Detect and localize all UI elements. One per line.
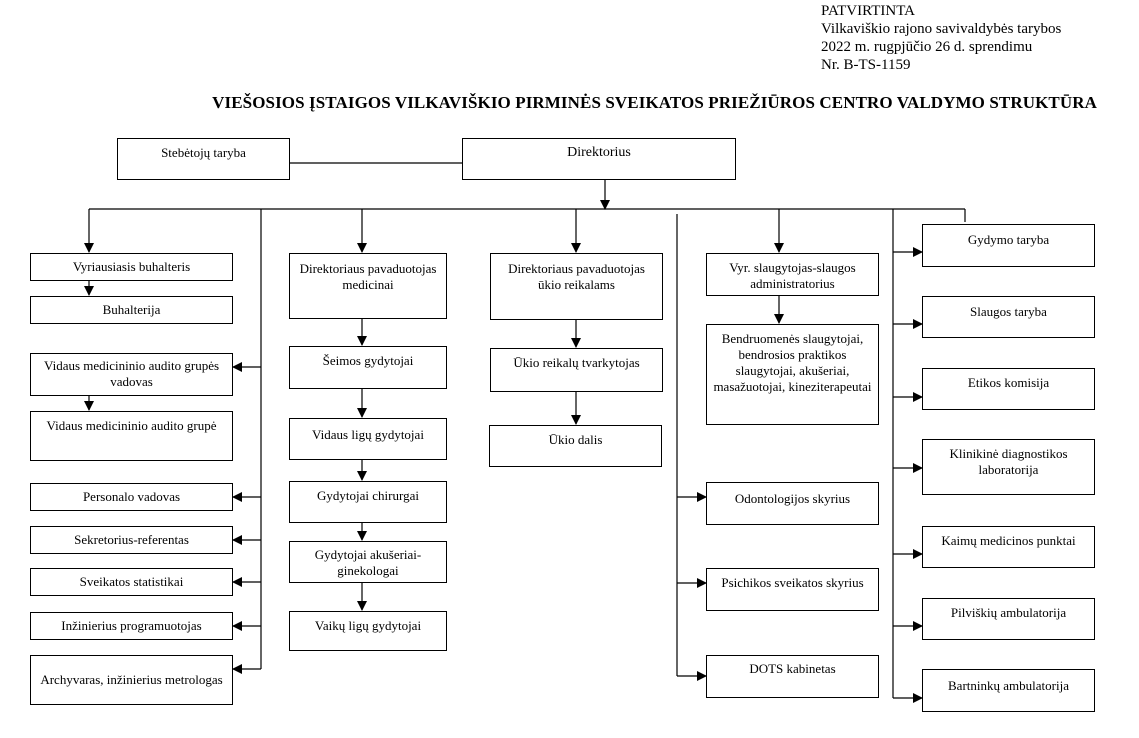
box-label: Gydytojai chirurgai (317, 488, 419, 503)
box-label: Vidaus medicininio audito grupės vadovas (43, 358, 220, 389)
box-label: Direktoriaus pavaduotojas medicinai (299, 261, 437, 292)
laboratory-box: Klinikinė diagnostikos laboratorija (922, 439, 1095, 495)
audit-head-box: Vidaus medicininio audito grupės vadovas (30, 353, 233, 396)
box-label: Buhalterija (102, 302, 161, 317)
approval-line: Nr. B-TS-1159 (821, 57, 911, 73)
accounting-box: Buhalterija (30, 296, 233, 324)
internal-doctors-box: Vidaus ligų gydytojai (289, 418, 447, 460)
dental-department-box: Odontologijos skyrius (706, 482, 879, 525)
approval-line: PATVIRTINTA (821, 3, 916, 19)
box-label: Bendruomenės slaugytojai, bendrosios pra… (713, 331, 872, 394)
supervisory-board-box: Stebėtojų taryba (117, 138, 290, 180)
hr-manager-box: Personalo vadovas (30, 483, 233, 511)
pediatricians-box: Vaikų ligų gydytojai (289, 611, 447, 651)
box-label: Direktoriaus pavaduotojas ūkio reikalams (508, 261, 645, 292)
surgeons-box: Gydytojai chirurgai (289, 481, 447, 523)
box-label: Archyvaras, inžinierius metrologas (40, 672, 223, 687)
medical-board-box: Gydymo taryba (922, 224, 1095, 267)
box-label: Psichikos sveikatos skyrius (721, 575, 864, 590)
box-label: Vyr. slaugytojas-slaugos administratoriu… (729, 260, 856, 291)
box-label: Inžinierius programuotojas (61, 618, 202, 633)
mental-health-department-box: Psichikos sveikatos skyrius (706, 568, 879, 611)
box-label: Vidaus ligų gydytojai (312, 427, 424, 442)
director-box: Direktorius (462, 138, 736, 180)
economic-deputy-box: Direktoriaus pavaduotojas ūkio reikalams (490, 253, 663, 320)
box-label: Ūkio reikalų tvarkytojas (513, 355, 640, 370)
box-label: Kaimų medicinos punktai (941, 533, 1076, 548)
chief-nurse-box: Vyr. slaugytojas-slaugos administratoriu… (706, 253, 879, 296)
chief-accountant-box: Vyriausiasis buhalteris (30, 253, 233, 281)
box-label: Klinikinė diagnostikos laboratorija (949, 446, 1068, 477)
ethics-commission-box: Etikos komisija (922, 368, 1095, 410)
pilviskiai-outpatient-box: Pilviškių ambulatorija (922, 598, 1095, 640)
programmer-box: Inžinierius programuotojas (30, 612, 233, 640)
approval-line: Vilkaviškio rajono savivaldybės tarybos (821, 21, 1062, 37)
box-label: Vyriausiasis buhalteris (72, 259, 191, 274)
box-label: Vaikų ligų gydytojai (314, 618, 422, 633)
box-label: Pilviškių ambulatorija (950, 605, 1067, 620)
box-label: Etikos komisija (967, 375, 1050, 390)
nurses-box: Bendruomenės slaugytojai, bendrosios pra… (706, 324, 879, 425)
bartninkai-outpatient-box: Bartninkų ambulatorija (922, 669, 1095, 712)
approval-line: 2022 m. rugpjūčio 26 d. sprendimu (821, 39, 1033, 55)
dots-office-box: DOTS kabinetas (706, 655, 879, 698)
box-label: Gydytojai akušeriai-ginekologai (314, 547, 422, 578)
rural-points-box: Kaimų medicinos punktai (922, 526, 1095, 568)
box-label: Vidaus medicininio audito grupė (46, 418, 217, 433)
box-label: Šeimos gydytojai (322, 353, 414, 368)
box-label: Sekretorius-referentas (74, 532, 189, 547)
economic-unit-box: Ūkio dalis (489, 425, 662, 467)
audit-group-box: Vidaus medicininio audito grupė (30, 411, 233, 461)
page-title-text: VIEŠOSIOS ĮSTAIGOS VILKAVIŠKIO PIRMINĖS … (212, 93, 1097, 112)
box-label: Direktorius (567, 145, 631, 160)
secretary-box: Sekretorius-referentas (30, 526, 233, 554)
page-title: VIEŠOSIOS ĮSTAIGOS VILKAVIŠKIO PIRMINĖS … (0, 93, 1139, 113)
obstetricians-box: Gydytojai akušeriai-ginekologai (289, 541, 447, 583)
box-label: Bartninkų ambulatorija (948, 678, 1069, 693)
box-label: Stebėtojų taryba (161, 145, 246, 160)
box-label: Odontologijos skyrius (734, 491, 851, 506)
nursing-board-box: Slaugos taryba (922, 296, 1095, 338)
box-label: Sveikatos statistikai (79, 574, 184, 589)
box-label: Personalo vadovas (82, 489, 181, 504)
economic-manager-box: Ūkio reikalų tvarkytojas (490, 348, 663, 392)
box-label: Gydymo taryba (967, 232, 1050, 247)
approval-block: PATVIRTINTA Vilkaviškio rajono savivaldy… (821, 2, 1061, 74)
box-label: Slaugos taryba (970, 304, 1047, 319)
statisticians-box: Sveikatos statistikai (30, 568, 233, 596)
family-doctors-box: Šeimos gydytojai (289, 346, 447, 389)
box-label: Ūkio dalis (548, 432, 603, 447)
archivist-box: Archyvaras, inžinierius metrologas (30, 655, 233, 705)
box-label: DOTS kabinetas (749, 661, 836, 676)
medical-deputy-box: Direktoriaus pavaduotojas medicinai (289, 253, 447, 319)
